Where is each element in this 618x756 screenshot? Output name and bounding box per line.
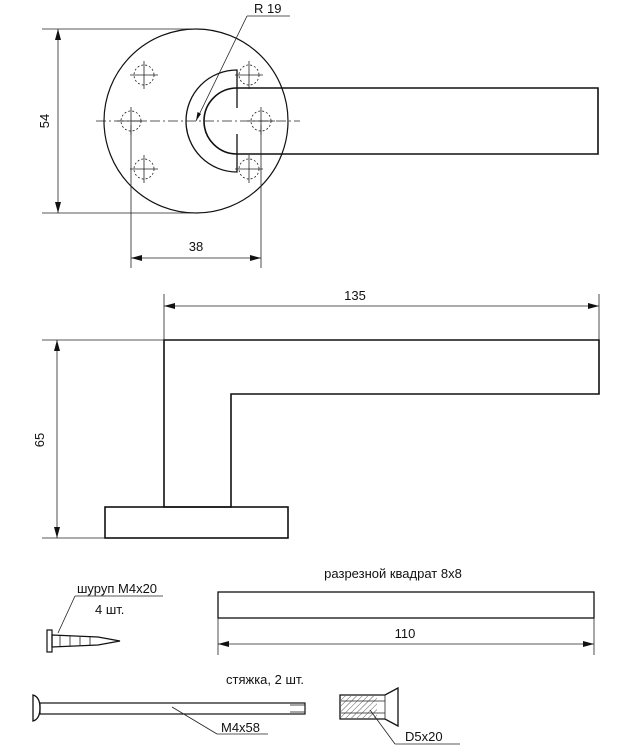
parts: шуруп М4х20 4 шт. разрезной квадрат 8х8 … <box>32 566 595 745</box>
mounting-hole <box>235 61 263 89</box>
radius-label: R 19 <box>254 1 281 16</box>
bushing-drawing <box>339 686 460 745</box>
mounting-hole <box>130 61 158 89</box>
radius-leader <box>195 15 248 122</box>
handle-profile <box>163 339 600 508</box>
length-dimension-label: 135 <box>344 288 366 303</box>
spacing-dimension-label: 38 <box>189 239 203 254</box>
mounting-hole <box>130 155 158 183</box>
square-length-label: 110 <box>395 626 416 641</box>
split-square-bar <box>217 591 595 619</box>
side-height-dimension-label: 65 <box>32 433 47 447</box>
split-square-label: разрезной квадрат 8х8 <box>324 566 462 581</box>
screw-quantity: 4 шт. <box>95 602 124 617</box>
mounting-hole <box>235 155 263 183</box>
tie-size-label: М4х58 <box>221 720 260 735</box>
bushing-size-label: D5x20 <box>405 729 443 744</box>
handle-outline <box>203 87 599 155</box>
screw-drawing <box>46 595 163 653</box>
height-dimension-label: 54 <box>37 114 52 128</box>
side-view: 135 65 <box>32 288 600 539</box>
screw-label: шуруп М4х20 <box>77 581 157 596</box>
rosette-profile <box>104 506 289 539</box>
tie-rod-drawing <box>32 694 306 735</box>
tie-label: стяжка, 2 шт. <box>226 672 304 687</box>
top-view: R 19 54 38 <box>37 1 599 268</box>
